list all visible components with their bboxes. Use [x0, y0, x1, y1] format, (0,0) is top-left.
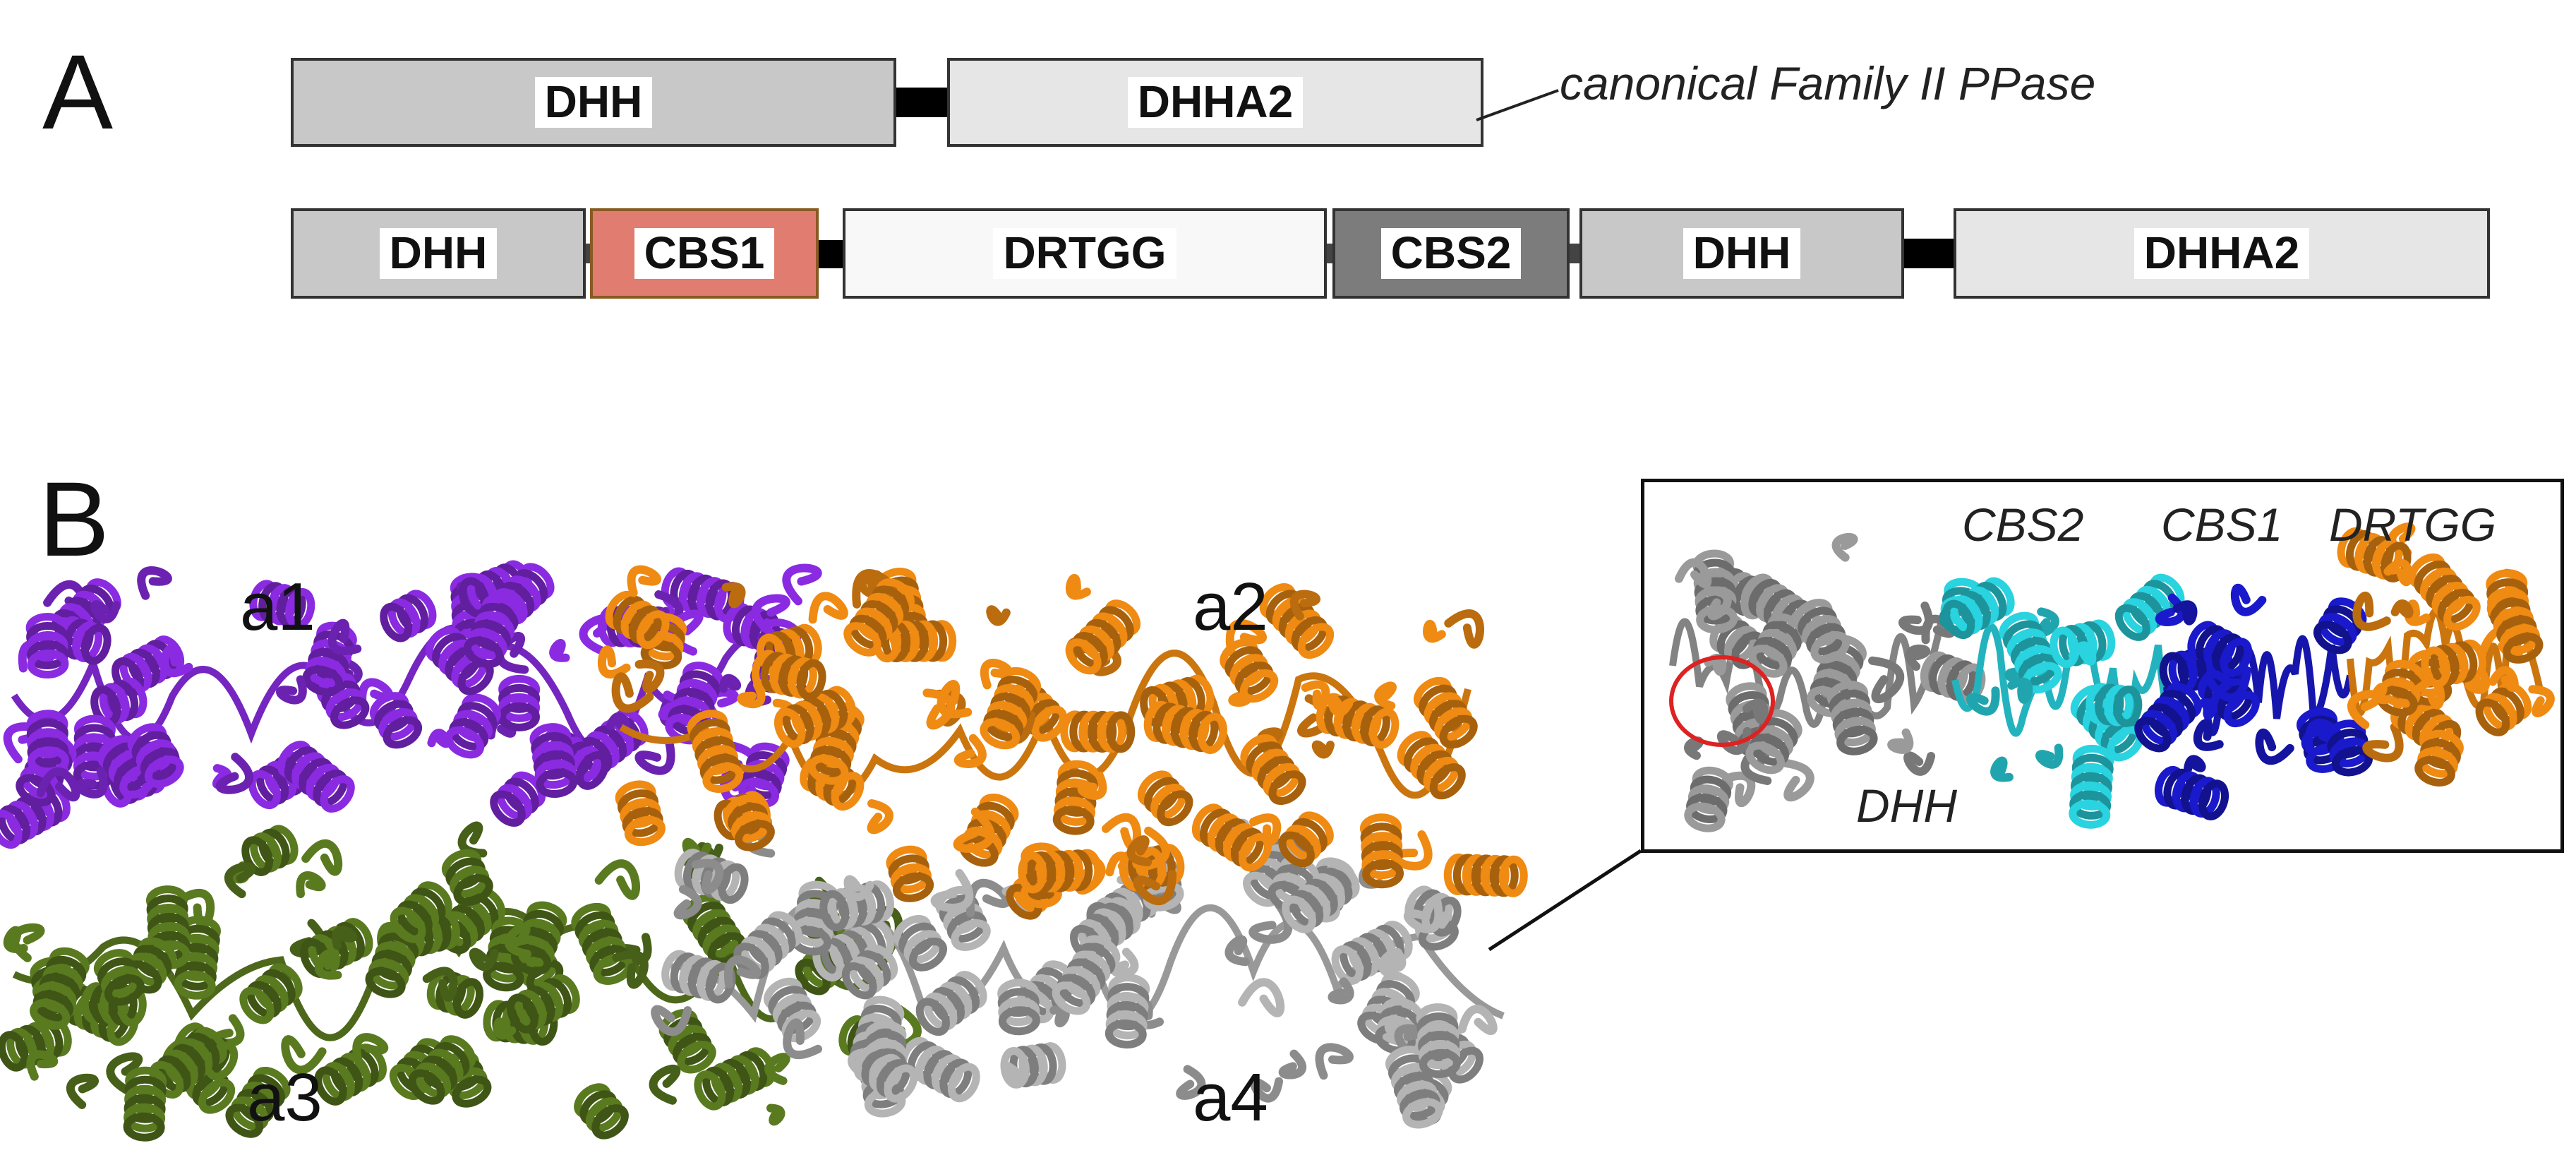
- drtgg-label: DRTGG: [993, 228, 1176, 279]
- drtgg-domain: DRTGG: [843, 208, 1327, 299]
- panel-a-letter: A: [42, 32, 114, 151]
- chain-a3-label: a3: [247, 1060, 323, 1135]
- caption-pointer-line: [1476, 89, 1559, 121]
- chain-a4-label: a4: [1193, 1060, 1268, 1135]
- canonical-dhh-label: DHH: [534, 77, 653, 128]
- active-site-highlight-circle: [1669, 655, 1775, 747]
- cbs-row-dhh-domain-2: DHH: [1579, 208, 1904, 299]
- cbs1-domain: CBS1: [590, 208, 819, 299]
- cbs-row-linker-2: [819, 240, 843, 268]
- inset-cbs2-label: CBS2: [1962, 498, 2084, 551]
- inset-drtgg-label: DRTGG: [2329, 498, 2497, 551]
- chain-a1-label: a1: [240, 569, 315, 645]
- cbs-row-dhha2-label: DHHA2: [2133, 228, 2310, 279]
- cbs1-label: CBS1: [634, 228, 775, 279]
- chain-a2-ribbon: [597, 565, 1528, 920]
- cbs2-label: CBS2: [1380, 228, 1522, 279]
- inset-drtgg-ribbon: [2337, 522, 2555, 787]
- cbs2-domain: CBS2: [1332, 208, 1570, 299]
- cbs-row-linker-1: [586, 244, 590, 263]
- cbs-row-linker-4: [1570, 244, 1579, 263]
- tetramer-structure-image: [0, 560, 1528, 1142]
- cbs-row-dhh-domain-1: DHH: [291, 208, 586, 299]
- inset-dhh-label: DHH: [1856, 779, 1957, 832]
- inset-dhh-ribbon: [1669, 532, 1986, 832]
- canonical-dhh-domain: DHH: [291, 58, 896, 147]
- inset-structure-image: [1669, 522, 2555, 832]
- inset-cbs1-ribbon: [2134, 583, 2373, 820]
- canonical-linker: [896, 88, 947, 117]
- canonical-caption: canonical Family II PPase: [1560, 57, 2096, 109]
- canonical-dhha2-label: DHHA2: [1127, 77, 1304, 128]
- cbs-row-linker-5: [1904, 239, 1954, 268]
- cbs-row-dhh-label-2: DHH: [1683, 228, 1801, 279]
- cbs-row-dhh-label-1: DHH: [379, 228, 498, 279]
- cbs-row-linker-3: [1327, 244, 1332, 263]
- chain-a2-label: a2: [1193, 569, 1268, 645]
- chain-a4-ribbon: [651, 815, 1505, 1129]
- cbs-row-dhha2-domain: DHHA2: [1954, 208, 2490, 299]
- canonical-dhha2-domain: DHHA2: [947, 58, 1483, 147]
- inset-box: CBS2 CBS1 DRTGG DHH: [1641, 479, 2564, 853]
- chain-a3-ribbon: [0, 821, 922, 1142]
- panel-b-letter: B: [39, 460, 110, 578]
- inset-cbs1-label: CBS1: [2161, 498, 2283, 551]
- inset-cbs2-ribbon: [1939, 573, 2185, 829]
